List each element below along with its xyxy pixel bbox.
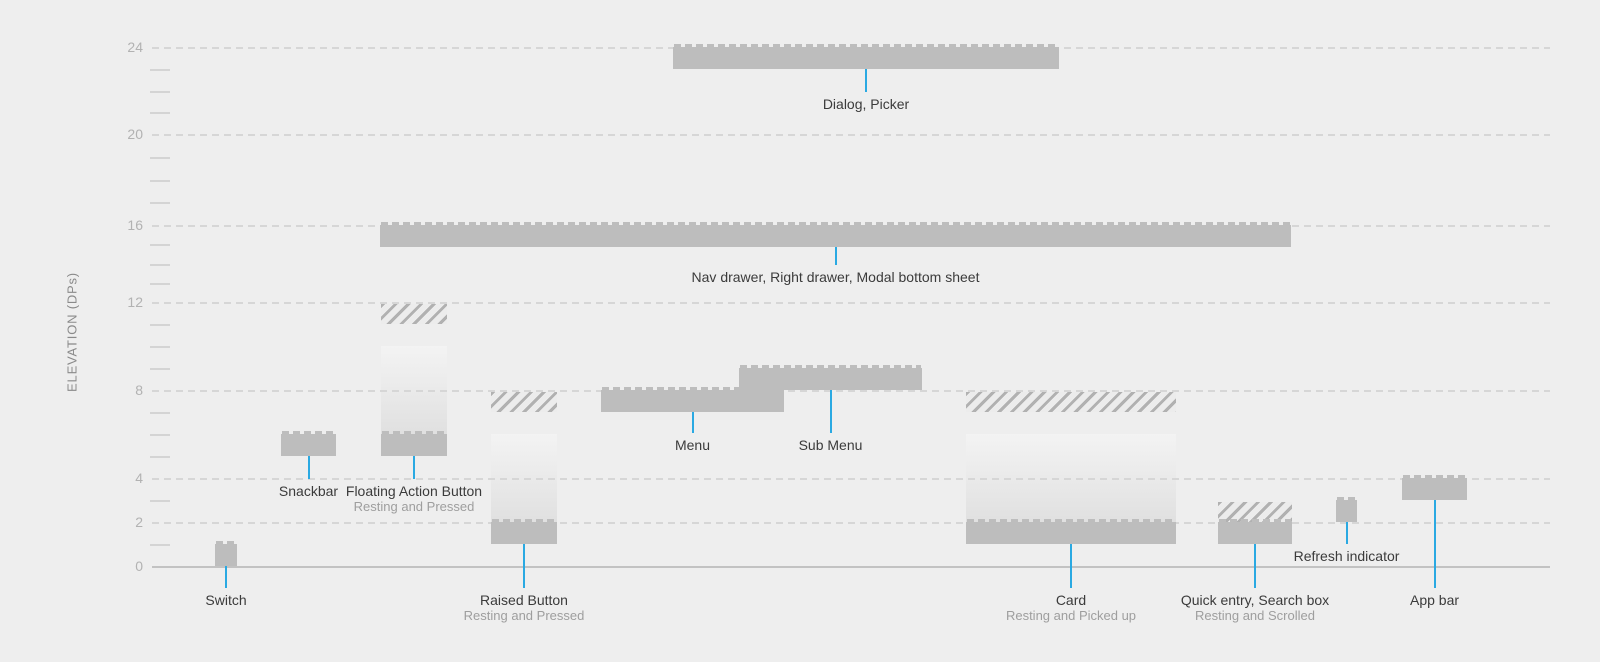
component-bar-pressed-hatch — [1218, 502, 1292, 522]
component-label: Snackbar — [278, 483, 339, 499]
connector-line — [691, 412, 694, 433]
connector-line — [865, 69, 867, 92]
y-minor-tick — [150, 412, 170, 414]
component-bar-pressed-hatch — [491, 392, 557, 412]
component-label: Floating Action Button — [345, 483, 483, 499]
y-minor-tick — [150, 346, 170, 348]
major-gridline — [152, 390, 1550, 392]
component-sublabel: Resting and Pressed — [353, 499, 475, 514]
connector-line — [834, 247, 837, 265]
component-label: Menu — [674, 437, 711, 453]
y-minor-tick — [150, 156, 170, 159]
major-gridline — [152, 478, 1550, 480]
component-label: Raised Button — [480, 592, 568, 608]
connector-line — [1433, 500, 1436, 588]
component-bar-resting — [673, 44, 1059, 69]
connector-line — [523, 544, 525, 588]
y-tick-label: 24 — [127, 39, 143, 55]
major-gridline — [152, 522, 1550, 524]
connector-line — [1345, 522, 1348, 544]
component-bar-resting — [1336, 497, 1357, 522]
y-tick-label: 2 — [135, 514, 143, 530]
connector-line — [829, 390, 832, 433]
y-tick-label: 12 — [127, 294, 143, 310]
y-minor-tick — [150, 112, 170, 115]
component-bar-pressed-hatch — [966, 392, 1176, 412]
component-sublabel: Resting and Picked up — [1005, 608, 1137, 623]
component-bar-resting — [215, 541, 237, 566]
y-minor-tick — [150, 68, 170, 71]
component-sublabel: Resting and Scrolled — [1195, 608, 1315, 623]
component-bar-resting — [1218, 519, 1292, 544]
component-bar-resting — [491, 519, 557, 544]
component-bar-resting — [601, 387, 784, 412]
component-label: Dialog, Picker — [822, 96, 910, 112]
component-label: Quick entry, Search box — [1180, 592, 1330, 608]
connector-line — [225, 566, 227, 588]
y-minor-tick — [150, 434, 170, 436]
y-minor-tick — [150, 544, 170, 546]
y-tick-label: 4 — [135, 470, 143, 486]
y-minor-tick — [150, 282, 170, 285]
connector-line — [1254, 544, 1256, 588]
connector-line — [413, 456, 415, 479]
component-sublabel: Resting and Pressed — [463, 608, 585, 623]
component-label: Refresh indicator — [1293, 548, 1400, 564]
y-tick-label: 0 — [135, 558, 143, 574]
y-tick-label: 20 — [127, 126, 143, 142]
y-minor-tick — [150, 368, 170, 370]
y-minor-tick — [150, 179, 170, 182]
connector-line — [307, 456, 310, 479]
component-bar-pressed-hatch — [381, 304, 447, 324]
component-bar-resting — [380, 222, 1291, 247]
y-minor-tick — [150, 500, 170, 502]
component-bar-resting — [1402, 475, 1467, 500]
y-minor-tick — [150, 90, 170, 93]
component-bar-resting — [281, 431, 336, 456]
y-tick-label: 8 — [135, 382, 143, 398]
y-minor-tick — [150, 456, 170, 458]
component-bar-resting — [381, 431, 447, 456]
y-minor-tick — [150, 263, 170, 266]
component-label: Nav drawer, Right drawer, Modal bottom s… — [691, 269, 980, 285]
major-gridline — [152, 134, 1550, 136]
y-minor-tick — [150, 202, 170, 205]
component-label: App bar — [1409, 592, 1460, 608]
component-bar-resting — [739, 365, 922, 390]
x-axis-line — [152, 566, 1550, 568]
y-tick-label: 16 — [127, 217, 143, 233]
component-label: Switch — [205, 592, 247, 608]
y-minor-tick — [150, 324, 170, 326]
connector-line — [1070, 544, 1072, 588]
major-gridline — [152, 302, 1550, 304]
component-label: Sub Menu — [798, 437, 863, 453]
component-label: Card — [1055, 592, 1087, 608]
y-minor-tick — [150, 244, 170, 247]
component-bar-resting — [966, 519, 1176, 544]
